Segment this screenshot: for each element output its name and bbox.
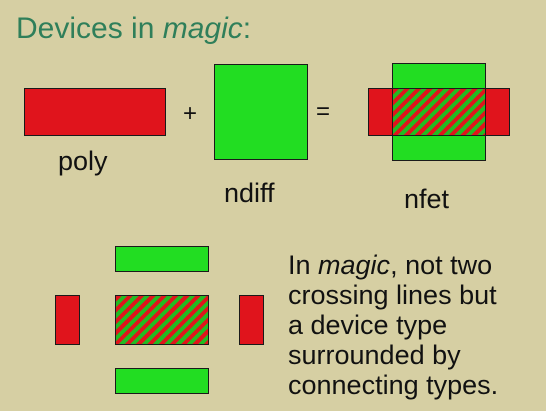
desc-line-2: crossing lines but bbox=[288, 280, 497, 310]
nfet-poly-rect-left bbox=[368, 88, 394, 136]
ndiff-rect bbox=[214, 64, 308, 160]
nfet-label: nfet bbox=[404, 184, 450, 214]
right-connecting-poly bbox=[239, 295, 264, 345]
title-prefix: Devices in bbox=[16, 12, 163, 45]
title-suffix: : bbox=[242, 12, 252, 45]
desc-line-4: surrounded by bbox=[288, 340, 461, 370]
desc-line-5: connecting types. bbox=[288, 370, 499, 400]
desc-line-3: a device type bbox=[288, 310, 448, 340]
top-connecting-diff bbox=[115, 246, 209, 272]
ndiff-label: ndiff bbox=[224, 178, 275, 208]
nfet-poly-rect-right bbox=[484, 88, 510, 136]
desc-line-1-suffix: , not two bbox=[390, 250, 493, 280]
desc-line-1: In magic, not two bbox=[288, 250, 498, 280]
desc-line-1-emph: magic bbox=[318, 250, 391, 280]
slide-title: Devices in magic: bbox=[16, 12, 251, 46]
nfet-channel-hatch bbox=[392, 88, 486, 136]
poly-label: poly bbox=[58, 146, 108, 176]
center-device-hatch bbox=[115, 295, 209, 345]
desc-line-1-prefix: In bbox=[288, 250, 319, 280]
plus-sign: + bbox=[183, 100, 198, 127]
description-text: In magic, not two crossing lines but a d… bbox=[288, 250, 498, 400]
title-emph: magic bbox=[162, 12, 243, 45]
equals-sign: = bbox=[316, 98, 331, 125]
bottom-connecting-diff bbox=[115, 368, 209, 394]
left-connecting-poly bbox=[55, 295, 80, 345]
poly-rect bbox=[24, 88, 166, 136]
